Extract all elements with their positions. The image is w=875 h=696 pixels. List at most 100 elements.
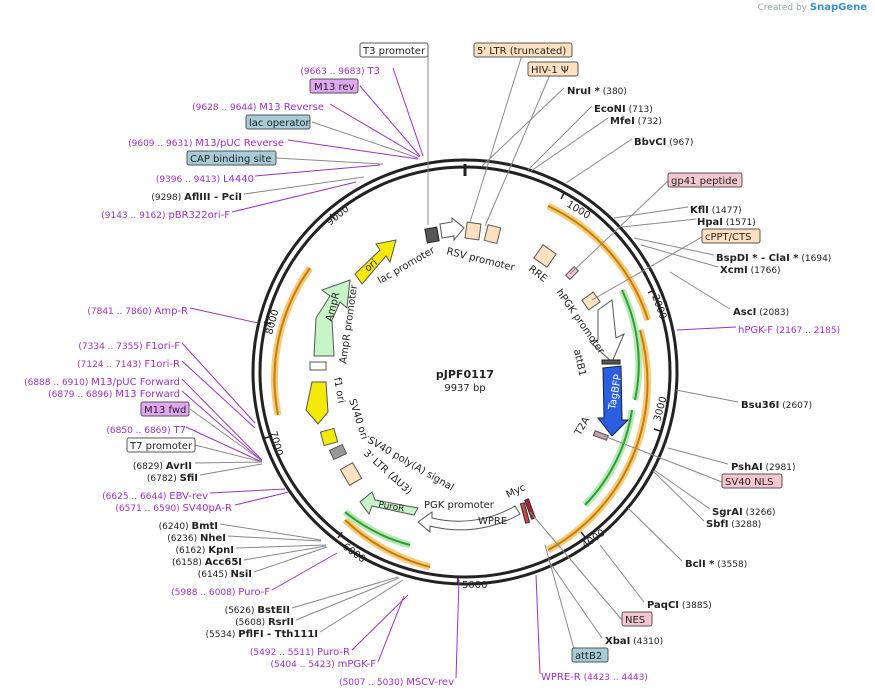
left-label-11: (6850 .. 6869) T7 (106, 425, 186, 436)
green-arc-tagbfp-core (584, 409, 633, 506)
site-extra: - ClaI * (757, 253, 799, 264)
left-label-10: (6879 .. 6896) M13 Forward (48, 389, 180, 400)
lac-promoter-block (424, 226, 440, 244)
myc-block (519, 502, 531, 524)
site-range: (6850 .. 6869) (106, 426, 173, 436)
site-name: SV40pA-R (183, 503, 232, 514)
site-range: (967) (666, 138, 693, 148)
rsv-promoter-arrow (439, 216, 465, 242)
site-name: AscI (733, 307, 756, 318)
site-name: BbvCI (634, 137, 666, 148)
site-range: (2607) (779, 401, 812, 411)
right-label-9: hPGK-F (2167 .. 2185) (738, 325, 840, 336)
cap-binding-site-label: CAP binding site (190, 154, 272, 165)
site-name: MfeI (610, 116, 635, 127)
left-label-21: (5988 .. 6008) Puro-F (171, 587, 270, 598)
site-name: T7 (173, 425, 186, 436)
inner-features: TagBFP PuroR ori (305, 216, 630, 534)
f1-ori-arrow (305, 381, 329, 425)
site-range: (9396 .. 9413) (156, 175, 223, 185)
site-name: M13 Forward (115, 389, 180, 400)
green-arc-hpgk-core (621, 289, 640, 401)
site-range: (6571 .. 6590) (115, 504, 182, 514)
ampr-label: AmpR (324, 291, 342, 323)
right-label-11: PshAI (2981) (731, 462, 795, 473)
orange-arc-main-core (547, 329, 649, 551)
site-range: (5608) (235, 618, 268, 628)
hiv-psi-label: HIV-1 Ψ (531, 65, 569, 76)
left-label-0: (9663 .. 9683) T3 (300, 66, 380, 77)
site-range: (732) (635, 117, 662, 127)
left-label-8: (7124 .. 7143) F1ori-R (77, 359, 180, 370)
site-name: SbfI (706, 519, 728, 530)
right-label-1: EcoNI (713) (594, 104, 653, 115)
site-name: NsiI (231, 569, 252, 580)
site-range: (3885) (679, 601, 712, 611)
site-name: SgrAI (712, 507, 743, 518)
site-range: (7334 .. 7355) (78, 342, 145, 352)
left-site-labels: (9663 .. 9683) T3(9628 .. 9644) M13 Reve… (24, 66, 454, 688)
site-name: EBV-rev (169, 491, 208, 502)
site-range: (3288) (728, 520, 761, 530)
site-name: AvrII (166, 461, 192, 472)
site-range: (6145) (198, 570, 231, 580)
left-label-15: (6571 .. 6590) SV40pA-R (115, 503, 232, 514)
site-name: F1ori-F (146, 341, 181, 352)
right-label-4: KflI (1477) (690, 205, 742, 216)
site-range: (5492 .. 5511) (250, 648, 317, 658)
site-name: MSCV-rev (406, 677, 454, 688)
right-label-3: BbvCI (967) (634, 137, 693, 148)
site-name: hPGK-F (738, 325, 773, 336)
left-label-5: (9143 .. 9162) pBR322ori-F (101, 210, 230, 221)
left-label-14: (6625 .. 6644) EBV-rev (102, 491, 208, 502)
f1-ori-label: f1 ori (331, 377, 346, 405)
left-label-12: (6829) AvrII (133, 461, 192, 472)
site-range: (6158) (172, 558, 205, 568)
site-name: BstEII (257, 605, 290, 616)
left-label-20: (6145) NsiI (198, 569, 252, 580)
wpre-arrow (417, 505, 521, 534)
rre-label: RRE (526, 264, 549, 285)
site-name: L4440 (223, 174, 254, 185)
site-name: Acc65I (205, 557, 242, 568)
site-extra: - PciI (210, 192, 242, 203)
orange-arc-left-core (273, 267, 311, 416)
left-label-9: (6888 .. 6910) M13/pUC Forward (24, 377, 180, 388)
rsv-promoter-label: RSV promoter (445, 246, 516, 274)
site-range: (6236) (167, 534, 200, 544)
ori-arrow (354, 239, 397, 285)
site-name: KflI (690, 205, 709, 216)
left-label-3: (9396 .. 9413) L4440 (156, 174, 254, 185)
green-arc-puro-core (344, 511, 411, 546)
right-label-5: HpaI (1571) (697, 217, 756, 228)
site-range: (9663 .. 9683) (300, 67, 367, 77)
orange-arc-right-core (547, 205, 649, 321)
right-site-labels: NruI * (380)EcoNI (713)MfeI (732)BbvCI (… (541, 86, 840, 683)
hpgk-promoter-arrow (588, 299, 625, 363)
plasmid-center-label: pJPF0117 9937 bp (436, 368, 494, 394)
site-range: (9143 .. 9162) (101, 211, 168, 221)
orange-arc-main (546, 329, 652, 554)
right-label-13: SbfI (3288) (706, 519, 761, 530)
snapgene-logo-text: SnapGene (809, 2, 867, 13)
site-range: (9298) (151, 193, 184, 203)
wpre-label: WPRE (478, 516, 507, 527)
site-name: Puro-R (317, 647, 350, 658)
rre-block (533, 244, 557, 268)
right-label-16: XbaI (4310) (605, 636, 663, 647)
site-range: (713) (626, 105, 653, 115)
tagbfp-arrow (596, 365, 630, 437)
lac-operator-label: lac operator (249, 118, 310, 129)
left-label-26: (5404 .. 5423) mPGK-F (270, 659, 376, 670)
right-label-12: SgrAI (3266) (712, 507, 776, 518)
site-name: BclI * (685, 559, 715, 570)
site-name: Bsu36I (741, 400, 779, 411)
site-name: M13/pUC Forward (91, 377, 180, 388)
site-range: (7841 .. 7860) (87, 307, 154, 317)
t2a-label: T2A (573, 415, 593, 438)
site-range: (7124 .. 7143) (77, 360, 144, 370)
site-range: (2167 .. 2185) (773, 326, 840, 336)
gp41-label: gp41 peptide (671, 176, 738, 187)
sv40-polya-block (328, 443, 348, 461)
